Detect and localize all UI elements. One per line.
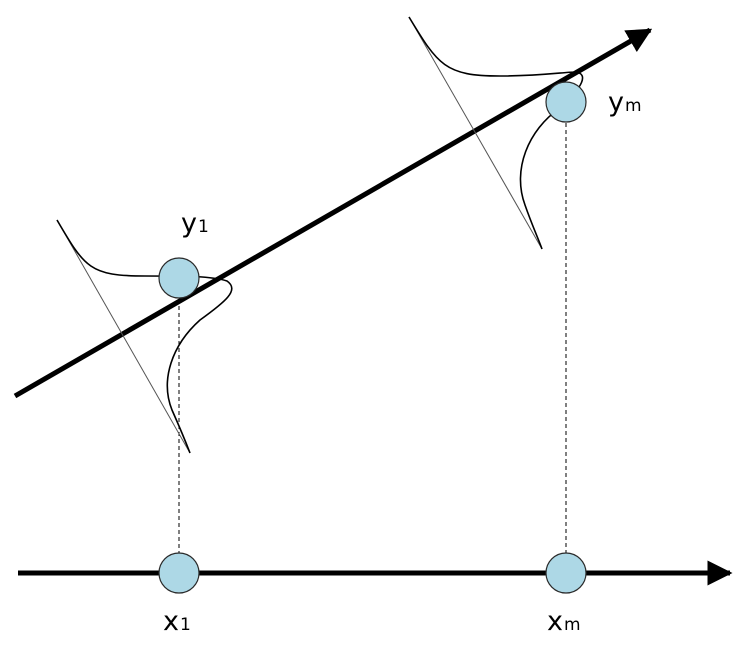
point-ym: [545, 81, 587, 123]
distribution-baseline-1: [56, 219, 191, 454]
label-ym: ym: [608, 87, 642, 118]
label-xm: xm: [547, 606, 581, 637]
distribution-baseline-m: [408, 16, 543, 250]
gaussian-distribution-1: [56, 219, 233, 454]
point-x1: [158, 552, 200, 594]
gaussian-distribution-m: [408, 16, 584, 250]
point-y1: [158, 257, 200, 299]
regression-line-arrow: [13, 27, 653, 399]
distribution-curve-m: [408, 16, 584, 250]
point-xm: [545, 552, 587, 594]
label-y1: y1: [181, 208, 209, 239]
label-x1: x1: [163, 606, 191, 637]
distribution-curve-1: [56, 219, 233, 454]
